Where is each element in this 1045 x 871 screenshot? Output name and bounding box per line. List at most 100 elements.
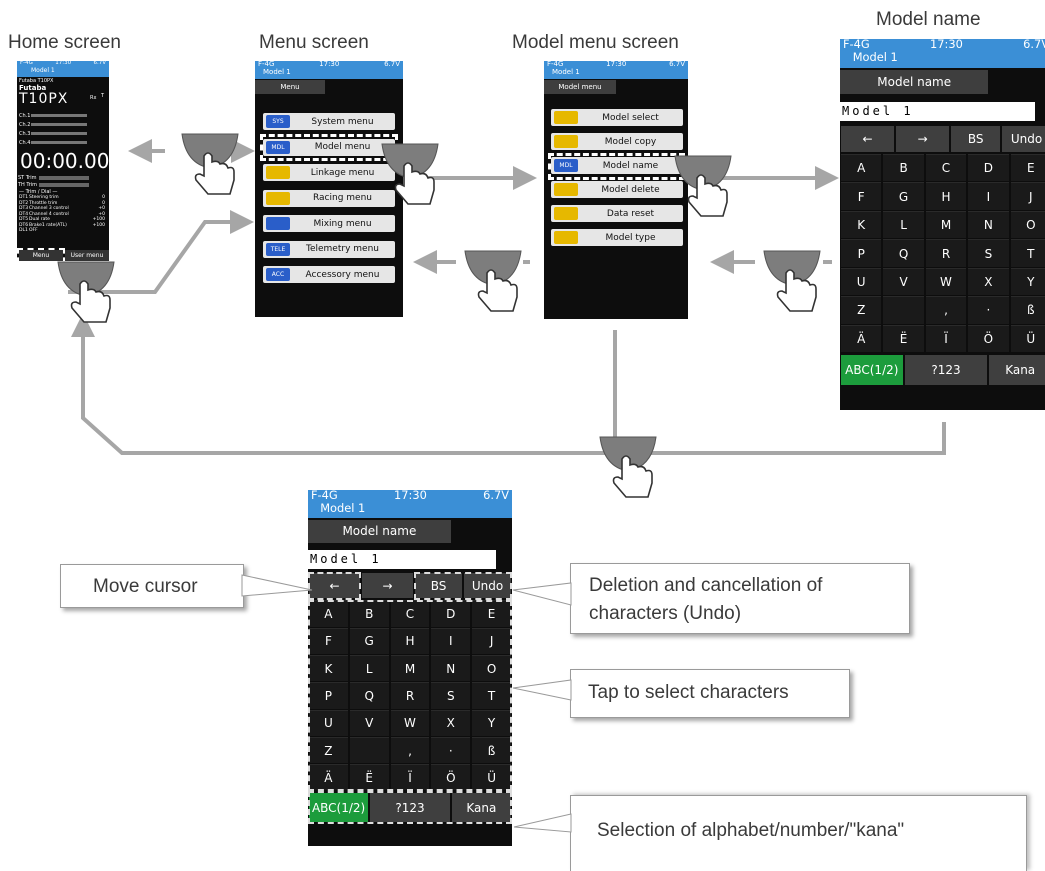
home-user-menu-button[interactable]: User menu	[65, 250, 109, 261]
char-key[interactable]: E	[1010, 154, 1045, 182]
menu-item-mixing-menu[interactable]: Mixing menu	[263, 215, 395, 232]
char-key[interactable]: Y	[1010, 267, 1045, 296]
char-key[interactable]: Q	[349, 682, 389, 709]
char-key[interactable]	[883, 296, 924, 324]
char-key[interactable]: H	[390, 627, 430, 655]
char-key[interactable]: ß	[472, 736, 511, 764]
timer-display[interactable]: 00:00.00	[20, 149, 109, 173]
char-key[interactable]: P	[309, 682, 348, 709]
char-key[interactable]: ,	[390, 736, 430, 764]
char-key[interactable]: ·	[431, 736, 471, 764]
char-key[interactable]: ·	[968, 296, 1009, 324]
char-key[interactable]: F	[841, 182, 882, 210]
model-name-input[interactable]: Model 1	[308, 550, 496, 569]
menu-item-linkage-menu[interactable]: Linkage menu	[263, 164, 395, 181]
char-key[interactable]: L	[349, 655, 389, 682]
undo-key[interactable]: Undo	[464, 573, 511, 599]
char-key[interactable]: O	[472, 655, 511, 682]
char-key[interactable]: Ë	[883, 324, 924, 353]
char-key[interactable]: B	[883, 154, 924, 182]
char-key[interactable]: Ï	[390, 764, 430, 791]
abc-mode-key[interactable]: ABC(1/2)	[841, 355, 903, 385]
char-key[interactable]: Ö	[968, 324, 1009, 353]
cursor-left-key[interactable]: ←	[309, 573, 361, 599]
char-key[interactable]: R	[390, 682, 430, 709]
char-key[interactable]: X	[968, 267, 1009, 296]
kana-mode-key[interactable]: Kana	[989, 355, 1045, 385]
char-key[interactable]: K	[841, 210, 882, 239]
char-key[interactable]: A	[841, 154, 882, 182]
char-key[interactable]: Ö	[431, 764, 471, 791]
model-menu-item-model-select[interactable]: Model select	[551, 109, 683, 126]
model-menu-item-model-delete[interactable]: Model delete	[551, 181, 683, 198]
char-key[interactable]: Ï	[925, 324, 967, 353]
char-key[interactable]: H	[925, 182, 967, 210]
backspace-key[interactable]: BS	[951, 125, 1001, 153]
char-key[interactable]: B	[349, 600, 389, 627]
char-key[interactable]: T	[1010, 239, 1045, 267]
number-mode-key[interactable]: ?123	[370, 793, 450, 823]
cursor-right-key[interactable]: →	[896, 125, 950, 153]
char-key[interactable]: ,	[925, 296, 967, 324]
model-menu-item-data-reset[interactable]: Data reset	[551, 205, 683, 222]
char-key[interactable]: Ü	[472, 764, 511, 791]
cursor-left-key[interactable]: ←	[841, 125, 895, 153]
char-key[interactable]: D	[431, 600, 471, 627]
char-key[interactable]: S	[431, 682, 471, 709]
char-key[interactable]: D	[968, 154, 1009, 182]
char-key[interactable]: Ä	[841, 324, 882, 353]
char-key[interactable]: K	[309, 655, 348, 682]
home-menu-button[interactable]: Menu	[19, 250, 63, 261]
char-key[interactable]: M	[390, 655, 430, 682]
char-key[interactable]: Q	[883, 239, 924, 267]
char-key[interactable]: I	[968, 182, 1009, 210]
model-menu-item-model-type[interactable]: Model type	[551, 229, 683, 246]
char-key[interactable]: Z	[841, 296, 882, 324]
char-key[interactable]: O	[1010, 210, 1045, 239]
char-key[interactable]: Ä	[309, 764, 348, 791]
char-key[interactable]	[349, 736, 389, 764]
menu-item-racing-menu[interactable]: Racing menu	[263, 189, 395, 207]
char-key[interactable]: X	[431, 709, 471, 736]
char-key[interactable]: P	[841, 239, 882, 267]
char-key[interactable]: F	[309, 627, 348, 655]
abc-mode-key[interactable]: ABC(1/2)	[309, 793, 369, 823]
char-key[interactable]: Ë	[349, 764, 389, 791]
char-key[interactable]: Ü	[1010, 324, 1045, 353]
char-key[interactable]: T	[472, 682, 511, 709]
backspace-key[interactable]: BS	[415, 573, 463, 599]
number-mode-key[interactable]: ?123	[904, 355, 988, 385]
char-key[interactable]: J	[472, 627, 511, 655]
char-key[interactable]: S	[968, 239, 1009, 267]
char-key[interactable]: C	[925, 154, 967, 182]
char-key[interactable]: U	[309, 709, 348, 736]
char-key[interactable]: J	[1010, 182, 1045, 210]
cursor-right-key[interactable]: →	[362, 573, 414, 599]
cursor-keys-highlight	[308, 572, 362, 601]
char-key[interactable]: Y	[472, 709, 511, 736]
char-key[interactable]: L	[883, 210, 924, 239]
model-menu-item-model-copy[interactable]: Model copy	[551, 133, 683, 150]
char-key[interactable]: V	[883, 267, 924, 296]
kana-mode-key[interactable]: Kana	[451, 793, 511, 823]
char-key[interactable]: I	[431, 627, 471, 655]
char-key[interactable]: W	[390, 709, 430, 736]
char-key[interactable]: G	[883, 182, 924, 210]
char-key[interactable]: ß	[1010, 296, 1045, 324]
char-key[interactable]: V	[349, 709, 389, 736]
char-key[interactable]: G	[349, 627, 389, 655]
char-key[interactable]: M	[925, 210, 967, 239]
char-key[interactable]: N	[431, 655, 471, 682]
char-key[interactable]: Z	[309, 736, 348, 764]
char-key[interactable]: W	[925, 267, 967, 296]
undo-key[interactable]: Undo	[1002, 125, 1045, 153]
char-key[interactable]: N	[968, 210, 1009, 239]
char-key[interactable]: U	[841, 267, 882, 296]
model-name-input[interactable]: Model 1	[840, 101, 1036, 122]
char-key[interactable]: R	[925, 239, 967, 267]
